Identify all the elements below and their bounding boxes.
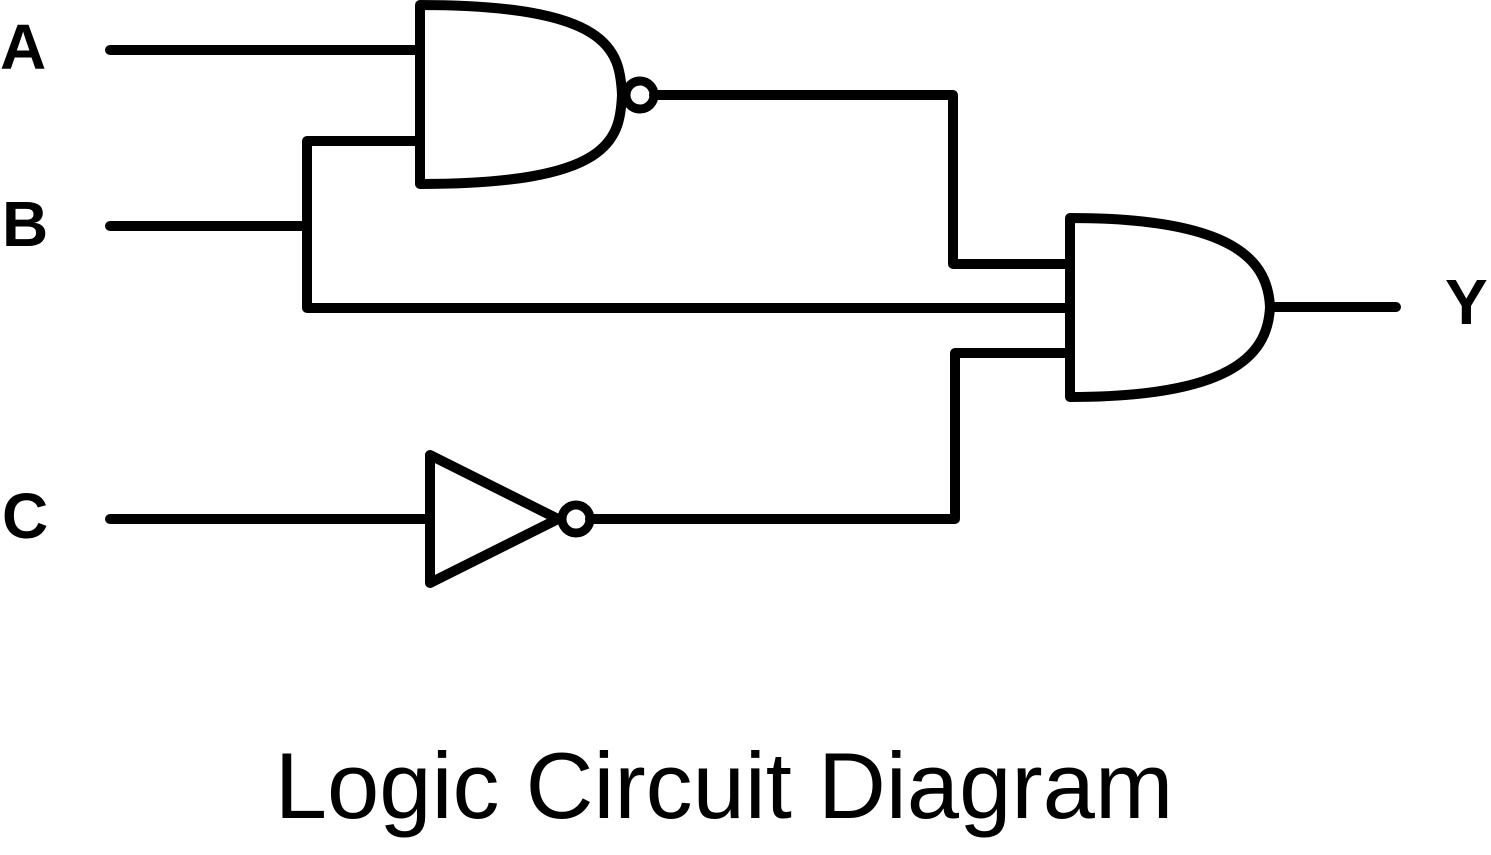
not-gate	[425, 450, 563, 588]
and-gate	[1065, 213, 1275, 402]
diagram-title: Logic Circuit Diagram	[275, 733, 1174, 838]
nand-gate	[415, 0, 627, 189]
output-label-y: Y	[1445, 266, 1488, 338]
input-label-c: C	[2, 480, 48, 552]
input-label-a: A	[0, 11, 46, 83]
wire-not-to-and	[585, 348, 1075, 524]
wire-b-branch	[302, 136, 1075, 313]
input-label-b: B	[2, 188, 48, 260]
wire-nand-to-and	[649, 90, 1075, 269]
